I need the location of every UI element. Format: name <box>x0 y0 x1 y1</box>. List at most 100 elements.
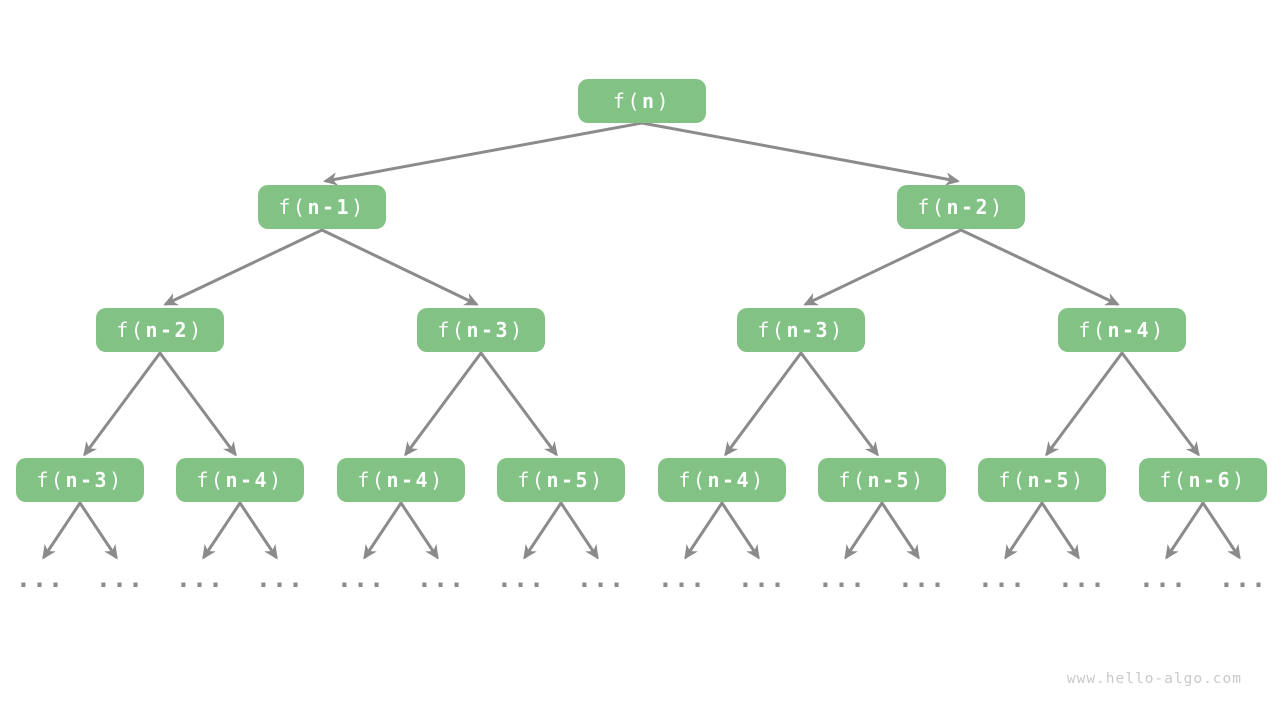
edge-arrow <box>163 228 324 306</box>
label-open: f( <box>437 318 467 342</box>
ellipsis-leaf: ... <box>255 564 305 593</box>
ellipsis-leaf: ... <box>175 564 225 593</box>
label-arg: n-3 <box>786 318 831 342</box>
label-open: f( <box>517 468 547 492</box>
ellipsis-leaf: ... <box>576 564 626 593</box>
label-arg: n-2 <box>145 318 190 342</box>
ellipsis-leaf: ... <box>657 564 707 593</box>
edge-arrow <box>640 121 960 186</box>
label-arg: n-1 <box>307 195 352 219</box>
edge-arrow <box>42 501 82 560</box>
node-f-n-4: f(n-4) <box>1058 308 1186 352</box>
ellipsis-leaf: ... <box>416 564 466 593</box>
label-arg: n-5 <box>1027 468 1072 492</box>
edge-arrow <box>1004 501 1044 560</box>
ellipsis-leaf: ... <box>1138 564 1188 593</box>
label-arg: n-3 <box>466 318 511 342</box>
label-open: f( <box>357 468 387 492</box>
label-arg: n-4 <box>225 468 270 492</box>
edge-arrow <box>1201 501 1241 560</box>
ellipsis-leaf: ... <box>817 564 867 593</box>
edge-arrow <box>320 228 479 306</box>
label-open: f( <box>917 195 947 219</box>
watermark: www.hello-algo.com <box>1066 671 1242 687</box>
label-close: ) <box>269 468 284 492</box>
label-close: ) <box>1232 468 1247 492</box>
edge-arrow <box>202 501 242 560</box>
edge-arrow <box>1045 351 1124 457</box>
node-f-n-4: f(n-4) <box>176 458 304 502</box>
label-arg: n-4 <box>386 468 431 492</box>
label-close: ) <box>351 195 366 219</box>
label-open: f( <box>998 468 1028 492</box>
label-close: ) <box>911 468 926 492</box>
edge-arrow <box>523 501 563 560</box>
label-arg: n-2 <box>946 195 991 219</box>
node-f-n-1: f(n-1) <box>258 185 386 229</box>
ellipsis-leaf: ... <box>1057 564 1107 593</box>
ellipsis-leaf: ... <box>15 564 65 593</box>
edge-arrow <box>479 351 558 457</box>
edge-arrow <box>158 351 237 457</box>
label-close: ) <box>510 318 525 342</box>
label-close: ) <box>1071 468 1086 492</box>
label-close: ) <box>590 468 605 492</box>
edge-arrow <box>399 501 439 560</box>
edge-arrow <box>720 501 760 560</box>
label-close: ) <box>189 318 204 342</box>
node-f-n-2: f(n-2) <box>897 185 1025 229</box>
label-arg: n-5 <box>867 468 912 492</box>
label-arg: n-5 <box>546 468 591 492</box>
label-close: ) <box>656 89 672 113</box>
node-f-n-4: f(n-4) <box>337 458 465 502</box>
ellipsis-leaf: ... <box>737 564 787 593</box>
edge-arrow <box>880 501 920 560</box>
ellipsis-leaf: ... <box>496 564 546 593</box>
label-close: ) <box>109 468 124 492</box>
node-f-n: f(n) <box>578 79 706 123</box>
edge-arrow <box>684 501 724 560</box>
label-arg: n-4 <box>1107 318 1152 342</box>
label-open: f( <box>757 318 787 342</box>
ellipsis-leaf: ... <box>95 564 145 593</box>
ellipsis-leaf: ... <box>977 564 1027 593</box>
label-open: f( <box>116 318 146 342</box>
ellipsis-leaf: ... <box>897 564 947 593</box>
node-f-n-3: f(n-3) <box>16 458 144 502</box>
label-close: ) <box>830 318 845 342</box>
label-open: f( <box>196 468 226 492</box>
label-open: f( <box>838 468 868 492</box>
edge-arrow <box>724 351 803 457</box>
ellipsis-leaf: ... <box>1218 564 1268 593</box>
label-arg: n-6 <box>1188 468 1233 492</box>
node-f-n-3: f(n-3) <box>417 308 545 352</box>
node-f-n-6: f(n-6) <box>1139 458 1267 502</box>
label-arg: n <box>642 89 657 113</box>
node-f-n-4: f(n-4) <box>658 458 786 502</box>
node-f-n-5: f(n-5) <box>978 458 1106 502</box>
label-close: ) <box>751 468 766 492</box>
edge-arrow <box>1165 501 1205 560</box>
edge-arrow <box>323 121 644 186</box>
edge-arrow <box>363 501 403 560</box>
label-open: f( <box>36 468 66 492</box>
label-open: f( <box>1078 318 1108 342</box>
label-open: f( <box>612 89 642 113</box>
label-close: ) <box>990 195 1005 219</box>
label-close: ) <box>1151 318 1166 342</box>
edge-arrow <box>404 351 483 457</box>
edge-arrow <box>1040 501 1080 560</box>
node-f-n-2: f(n-2) <box>96 308 224 352</box>
label-open: f( <box>1159 468 1189 492</box>
node-f-n-5: f(n-5) <box>497 458 625 502</box>
edge-arrow <box>559 501 599 560</box>
edge-arrow <box>83 351 162 457</box>
node-f-n-5: f(n-5) <box>818 458 946 502</box>
edge-arrow <box>959 228 1120 306</box>
label-open: f( <box>278 195 308 219</box>
edge-arrow <box>799 351 879 457</box>
edge-arrow <box>238 501 278 560</box>
label-arg: n-4 <box>707 468 752 492</box>
